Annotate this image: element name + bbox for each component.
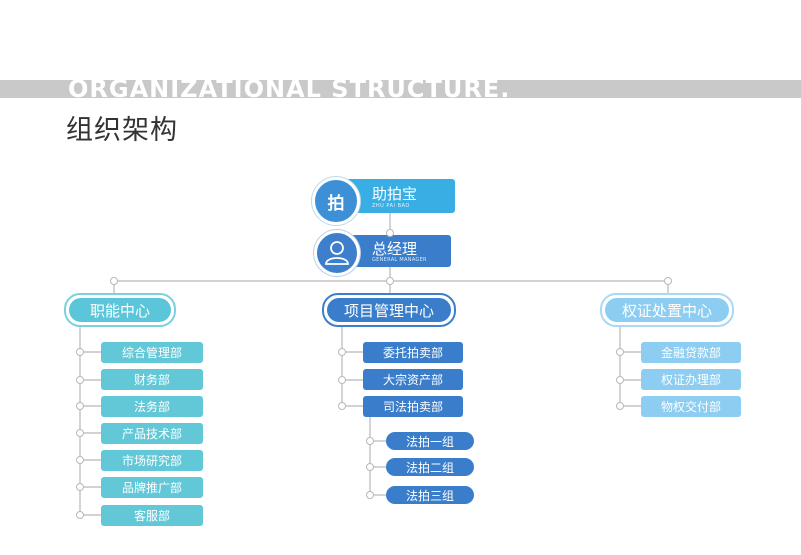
unit-box: 物权交付部 [641, 396, 741, 417]
person-icon [314, 230, 360, 276]
unit-box: 客服部 [101, 505, 203, 526]
junction-dot [386, 277, 394, 285]
gm-title: 总经理 [372, 240, 418, 258]
department-project: 项目管理中心 [322, 293, 456, 327]
junction-dot [76, 376, 84, 384]
root-logo-icon: 拍 [312, 177, 360, 225]
junction-dot [110, 277, 118, 285]
junction-dot [386, 229, 394, 237]
junction-dot [76, 402, 84, 410]
unit-box: 财务部 [101, 369, 203, 390]
junction-dot [338, 376, 346, 384]
gm-node: 总经理 GENERAL MANAGER [342, 235, 451, 267]
junction-dot [616, 402, 624, 410]
sub-unit-box: 法拍三组 [386, 486, 474, 504]
junction-dot [616, 348, 624, 356]
junction-dot [338, 348, 346, 356]
gm-subtitle: GENERAL MANAGER [372, 257, 427, 263]
junction-dot [76, 348, 84, 356]
department-label: 项目管理中心 [327, 298, 451, 322]
root-subtitle: ZHU PAI BAO [372, 203, 410, 209]
page-title: 组织架构 [66, 115, 178, 146]
junction-dot [76, 456, 84, 464]
department-label: 权证处置中心 [605, 298, 729, 322]
header-band [0, 80, 801, 98]
sub-unit-box: 法拍二组 [386, 458, 474, 476]
unit-box: 委托拍卖部 [363, 342, 463, 363]
unit-box: 金融贷款部 [641, 342, 741, 363]
unit-box: 权证办理部 [641, 369, 741, 390]
junction-dot [616, 376, 624, 384]
junction-dot [366, 463, 374, 471]
junction-dot [76, 483, 84, 491]
junction-dot [366, 491, 374, 499]
root-logo-char: 拍 [327, 193, 345, 214]
department-functional: 职能中心 [64, 293, 176, 327]
unit-box: 法务部 [101, 396, 203, 417]
department-label: 职能中心 [69, 298, 171, 322]
header-band-text: ORGANIZATIONAL STRUCTURE. [68, 76, 511, 100]
unit-box: 产品技术部 [101, 423, 203, 444]
junction-dot [76, 511, 84, 519]
root-node: 助拍宝 ZHU PAI BAO [342, 179, 455, 213]
root-title: 助拍宝 [372, 185, 418, 203]
unit-box: 品牌推广部 [101, 477, 203, 498]
unit-box: 大宗资产部 [363, 369, 463, 390]
sub-unit-box: 法拍一组 [386, 432, 474, 450]
junction-dot [338, 402, 346, 410]
junction-dot [76, 429, 84, 437]
unit-box: 综合管理部 [101, 342, 203, 363]
department-rights: 权证处置中心 [600, 293, 734, 327]
unit-box: 市场研究部 [101, 450, 203, 471]
junction-dot [366, 437, 374, 445]
unit-box: 司法拍卖部 [363, 396, 463, 417]
junction-dot [664, 277, 672, 285]
